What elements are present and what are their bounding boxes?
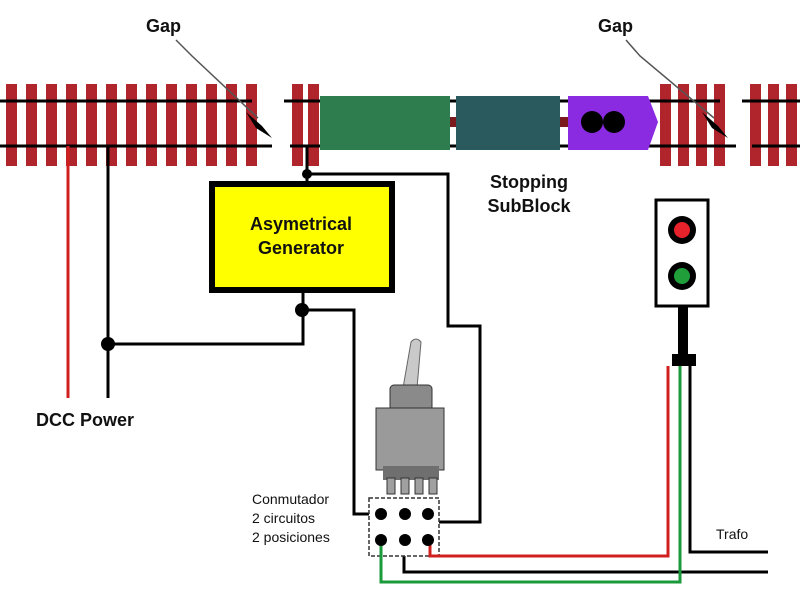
gap-label-right: Gap bbox=[598, 16, 634, 36]
track-sleeper bbox=[26, 84, 37, 166]
loco-window-1 bbox=[581, 111, 603, 133]
toggle-pins bbox=[386, 477, 438, 495]
wire-green bbox=[379, 366, 682, 584]
track-sleeper bbox=[126, 84, 137, 166]
stopping-subblock-label: Stopping SubBlock bbox=[484, 170, 574, 218]
gap-pointer-left-arrow bbox=[246, 112, 272, 138]
signal-light-icon bbox=[654, 198, 710, 366]
track-sleeper bbox=[66, 84, 77, 166]
track-sleeper bbox=[6, 84, 17, 166]
wire-generator-to-dcc bbox=[108, 292, 305, 346]
wire-track-to-switch bbox=[307, 172, 482, 524]
generator-label-line1: Asymetrical bbox=[249, 214, 353, 234]
car-teal bbox=[456, 96, 560, 150]
track-sleeper bbox=[246, 84, 257, 166]
toggle-switch-icon[interactable] bbox=[375, 338, 445, 495]
toggle-base bbox=[383, 466, 439, 480]
gap-label-left: Gap bbox=[146, 16, 182, 36]
track-sleeper bbox=[206, 84, 217, 166]
terminal-bottom-1 bbox=[375, 534, 387, 546]
junction-dcc bbox=[101, 337, 115, 351]
stopping-label-line1: Stopping bbox=[490, 172, 568, 192]
track-sleeper bbox=[786, 84, 797, 166]
track-sleeper bbox=[714, 84, 725, 166]
generator-label: Asymetrical Generator bbox=[214, 212, 388, 260]
gap-pointer-right-line bbox=[625, 39, 715, 119]
track-sleepers bbox=[6, 84, 797, 166]
terminal-top-1 bbox=[375, 508, 387, 520]
track-sleeper bbox=[166, 84, 177, 166]
switch-label: Conmutador 2 circuitos 2 posiciones bbox=[252, 490, 330, 547]
signal-head bbox=[654, 198, 710, 308]
wire-signal-to-trafo bbox=[688, 366, 768, 554]
terminal-bottom-3 bbox=[422, 534, 434, 546]
asymmetrical-generator-box bbox=[209, 181, 395, 293]
switch-terminals bbox=[375, 508, 434, 546]
toggle-lever bbox=[402, 338, 422, 389]
track-sleeper bbox=[146, 84, 157, 166]
track-sleeper bbox=[308, 84, 319, 166]
track-sleeper bbox=[46, 84, 57, 166]
wire-generator-to-switch bbox=[303, 308, 381, 516]
track-sleeper bbox=[86, 84, 97, 166]
track-sleeper bbox=[696, 84, 707, 166]
train bbox=[320, 96, 658, 150]
stopping-label-line2: SubBlock bbox=[487, 196, 571, 216]
track-sleeper bbox=[226, 84, 237, 166]
junction-track bbox=[302, 169, 312, 179]
loco-window-2 bbox=[603, 111, 625, 133]
generator-label-line2: Generator bbox=[257, 238, 345, 258]
trafo-label: Trafo bbox=[716, 526, 749, 542]
terminal-top-3 bbox=[422, 508, 434, 520]
signal-foot bbox=[672, 354, 696, 366]
gap-pointer-right-arrow bbox=[702, 112, 728, 138]
track-sleeper bbox=[768, 84, 779, 166]
dcc-power-label: DCC Power bbox=[36, 410, 135, 430]
junction-dots bbox=[101, 169, 312, 351]
terminal-bottom-2 bbox=[399, 534, 411, 546]
signal-post bbox=[678, 306, 688, 358]
track-sleeper bbox=[678, 84, 689, 166]
gap-pointers bbox=[175, 39, 728, 138]
car-green bbox=[320, 96, 450, 150]
track-sleeper bbox=[750, 84, 761, 166]
track-sleeper bbox=[292, 84, 303, 166]
coupler-1 bbox=[446, 117, 460, 127]
switch-label-line2: 2 circuitos bbox=[252, 510, 316, 526]
toggle-nut bbox=[389, 384, 433, 412]
coupler-2 bbox=[556, 117, 570, 127]
junction-generator bbox=[295, 303, 309, 317]
wire-red bbox=[428, 366, 670, 558]
track-sleeper bbox=[186, 84, 197, 166]
toggle-body bbox=[375, 407, 445, 471]
gap-pointer-left-line bbox=[175, 39, 259, 119]
switch-label-line3: 2 posiciones bbox=[252, 529, 330, 545]
track-sleeper bbox=[106, 84, 117, 166]
track-sleeper bbox=[660, 84, 671, 166]
switch-label-line1: Conmutador bbox=[252, 491, 330, 507]
terminal-top-2 bbox=[399, 508, 411, 520]
